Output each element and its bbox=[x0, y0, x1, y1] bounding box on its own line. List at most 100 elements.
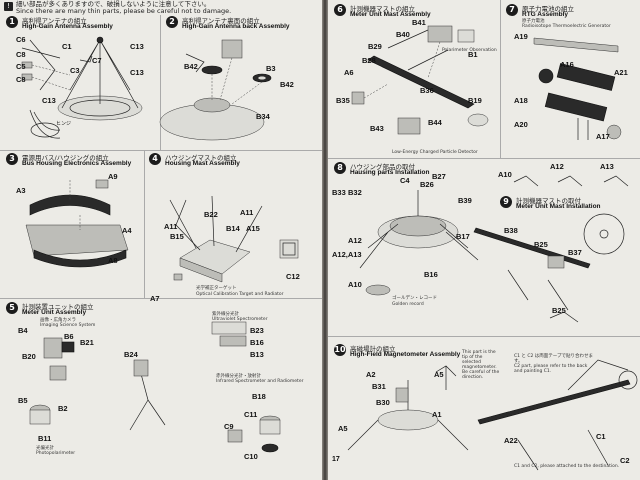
step-number: 6 bbox=[334, 4, 346, 16]
part-label: B41 bbox=[412, 18, 426, 27]
step-title-en: Hausing parts Installation bbox=[350, 169, 430, 176]
caption-note: C1 と C2 は両面テープで貼り合わせます。 bbox=[514, 354, 594, 364]
right-page: 6 計測機器マストの組立 Meter Unit Mast Assembly B4… bbox=[328, 0, 640, 480]
part-label: B35 bbox=[336, 96, 350, 105]
caption-note: 画像・広角カメラ bbox=[40, 318, 76, 323]
part-label: C2 bbox=[620, 456, 630, 465]
part-label: B22 bbox=[204, 210, 218, 219]
housing-parts-illustration bbox=[359, 175, 629, 296]
part-label: B37 bbox=[568, 248, 582, 257]
part-label: A10 bbox=[348, 280, 362, 289]
step-number: 10 bbox=[334, 344, 346, 356]
part-label: A18 bbox=[514, 96, 528, 105]
step-title-jp: 原子力電池の組立 bbox=[522, 5, 574, 13]
part-label: B27 bbox=[432, 172, 446, 181]
part-label: C7 bbox=[92, 56, 102, 65]
caption-note: Infrared Spectrometer and Radiometer bbox=[216, 379, 304, 384]
part-label: B2 bbox=[58, 404, 68, 413]
step-title-en: Meter Unit Mast Installation bbox=[516, 203, 601, 210]
step-title-jp: ハウジングマストの組立 bbox=[165, 154, 237, 162]
caption-note: 光学補正ターゲット bbox=[196, 286, 237, 291]
part-label: C8 bbox=[16, 75, 26, 84]
part-label: A13 bbox=[600, 162, 614, 171]
part-label: B11 bbox=[38, 434, 52, 443]
part-label: A1 bbox=[432, 410, 442, 419]
part-label: B30 bbox=[376, 398, 390, 407]
divider bbox=[160, 15, 161, 150]
part-label: B1 bbox=[468, 50, 478, 59]
step-title-jp: 計測機器マストの取付 bbox=[516, 197, 581, 205]
part-label: C10 bbox=[244, 452, 258, 461]
caption-note: 赤外線分光計・放射計 bbox=[216, 374, 261, 379]
part-label: B15 bbox=[170, 232, 184, 241]
part-label: B43 bbox=[370, 124, 384, 133]
part-label: A10 bbox=[498, 170, 512, 179]
divider bbox=[328, 158, 640, 159]
step-title-jp: 電源用バス/ハウジングの組立 bbox=[22, 154, 109, 162]
caption-note: Imaging Science System bbox=[40, 323, 96, 328]
part-label: C1 bbox=[596, 432, 606, 441]
part-label: A21 bbox=[614, 68, 628, 77]
step-number: 9 bbox=[500, 196, 512, 208]
part-label: B13 bbox=[250, 350, 264, 359]
caption-note: 光偏光計 bbox=[36, 446, 54, 451]
part-label: B25 bbox=[534, 240, 548, 249]
part-label: B4 bbox=[18, 326, 28, 335]
caption-note: ゴールデン・レコード bbox=[392, 296, 437, 301]
part-label: B23 bbox=[250, 326, 264, 335]
caption-note: Ultraviolet Spectrometer bbox=[212, 317, 268, 322]
part-label: A12 bbox=[348, 236, 362, 245]
divider bbox=[328, 336, 640, 337]
left-page: ! 細い部品が多くありますので、破損しないように注意して下さい。 Since t… bbox=[0, 0, 322, 480]
caption-note: This part is the tip of the selected mag… bbox=[462, 350, 500, 380]
housing-mast-illustration bbox=[169, 195, 299, 283]
divider bbox=[0, 298, 322, 299]
bus-housing-illustration bbox=[25, 179, 129, 268]
part-label: A9 bbox=[108, 172, 118, 181]
step-title-en: Housing Mast Assembly bbox=[165, 160, 240, 167]
part-label: A2 bbox=[366, 370, 376, 379]
part-label: B18 bbox=[252, 392, 266, 401]
part-label: B14 bbox=[226, 224, 240, 233]
part-label: A20 bbox=[514, 120, 528, 129]
part-label: B44 bbox=[428, 118, 442, 127]
divider bbox=[500, 0, 501, 158]
part-label: A12,A13 bbox=[332, 250, 362, 259]
caption-note: C1 and C2, please attached to the destin… bbox=[514, 464, 620, 469]
part-label: A5 bbox=[434, 370, 444, 379]
part-label: A7 bbox=[150, 294, 160, 303]
step-title-jp: 高利得アンテナ裏面の組立 bbox=[182, 17, 260, 25]
step-title-en: High-Field Magnetometer Assembly bbox=[350, 351, 461, 358]
antenna-illustration bbox=[21, 36, 143, 139]
antenna-back-illustration bbox=[159, 39, 272, 141]
part-label: B20 bbox=[22, 352, 36, 361]
part-label: C4 bbox=[400, 176, 410, 185]
part-label: C13 bbox=[130, 68, 144, 77]
step-title-en: Meter Unit Mast Assembly bbox=[350, 11, 431, 18]
part-label: B36 bbox=[420, 86, 434, 95]
part-label: B42 bbox=[280, 80, 294, 89]
caption-note: Golden record bbox=[392, 302, 424, 307]
part-label: C9 bbox=[224, 422, 234, 431]
part-label: A16 bbox=[560, 60, 574, 69]
part-label: B16 bbox=[424, 270, 438, 279]
caption-note: C2 part, please refer to the back and pa… bbox=[514, 364, 588, 374]
caption-note: Photopolarimeter bbox=[36, 451, 76, 456]
part-label: B33 bbox=[332, 188, 346, 197]
step-title-en: High-Gain Antenna Assembly bbox=[22, 23, 113, 30]
caption-note: 紫外線分光計 bbox=[212, 312, 239, 317]
step-title-jp: 計測装置ユニットの組立 bbox=[22, 303, 94, 311]
step-title-jp: 計測機器マストの組立 bbox=[350, 5, 415, 13]
step-title-jp: ハウジング部品の取付 bbox=[350, 163, 415, 171]
part-label: B26 bbox=[420, 180, 434, 189]
part-label: B3 bbox=[266, 64, 276, 73]
mast-install-illustration bbox=[473, 213, 625, 323]
magnetometer-illustration bbox=[347, 359, 638, 471]
part-label: A22 bbox=[504, 436, 518, 445]
part-label: B42 bbox=[184, 62, 198, 71]
part-label: B32 bbox=[348, 188, 362, 197]
step-number: 8 bbox=[334, 162, 346, 174]
part-label: B31 bbox=[372, 382, 386, 391]
part-label: A19 bbox=[514, 32, 528, 41]
